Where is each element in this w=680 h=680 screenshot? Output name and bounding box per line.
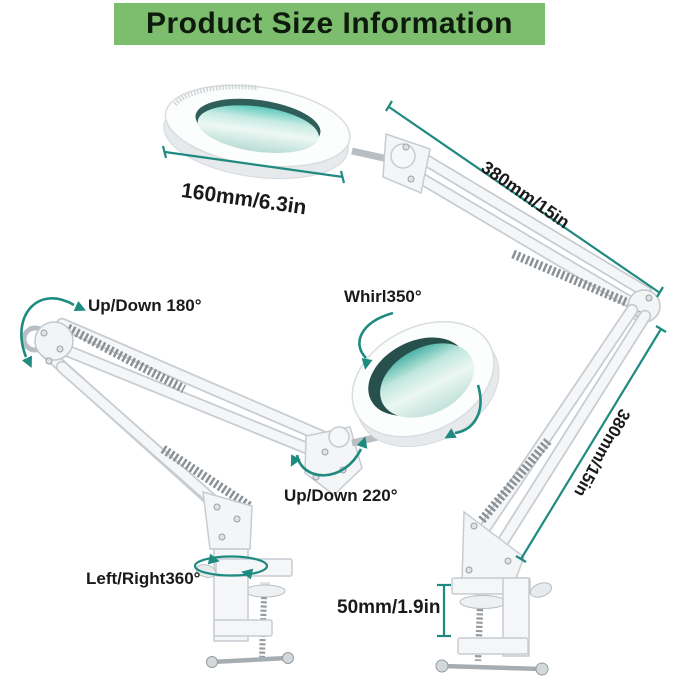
elbow-rotation-label: Up/Down 180°	[88, 296, 202, 315]
upper-arm-dimension-line	[388, 106, 661, 294]
lower-arm-assembly	[472, 303, 652, 558]
spring	[477, 438, 552, 524]
updown-220-arrow-icon	[295, 448, 363, 477]
dimension-lines	[161, 100, 667, 638]
base-rotation-label: Left/Right360°	[86, 569, 201, 588]
head-swivel-label: Whirl350°	[344, 287, 422, 306]
updown-180-arrow-icon	[20, 297, 75, 358]
magnifier-lens	[197, 105, 319, 154]
elbow-joint-left	[21, 321, 74, 365]
leftright-360-arrow-icon	[193, 555, 269, 577]
spring	[160, 445, 254, 511]
middle-lamp-head-illustration	[351, 320, 500, 448]
title-banner: Product Size Information	[114, 3, 545, 45]
head-hinge-top	[351, 132, 431, 195]
clamp-height-label: 50mm/1.9in	[337, 597, 441, 618]
head-tilt-label: Up/Down 220°	[284, 486, 398, 505]
right-clamp-illustration	[435, 510, 553, 676]
head-diameter-dimension-line	[164, 150, 344, 179]
rotation-arrows	[20, 297, 482, 580]
head-bracket-middle	[304, 426, 379, 496]
upper-lamp-head-illustration	[163, 84, 351, 180]
upper-arm-assembly	[397, 140, 653, 316]
left-clamp-illustration	[195, 490, 294, 668]
lower-arm-dimension-line	[520, 328, 662, 560]
page-title: Product Size Information	[145, 7, 514, 40]
whirl-arrow-right-icon	[454, 384, 482, 435]
head-vent-texture	[173, 84, 259, 107]
whirl-arrow-left-icon	[358, 311, 394, 359]
magnifier-lens	[380, 343, 475, 418]
